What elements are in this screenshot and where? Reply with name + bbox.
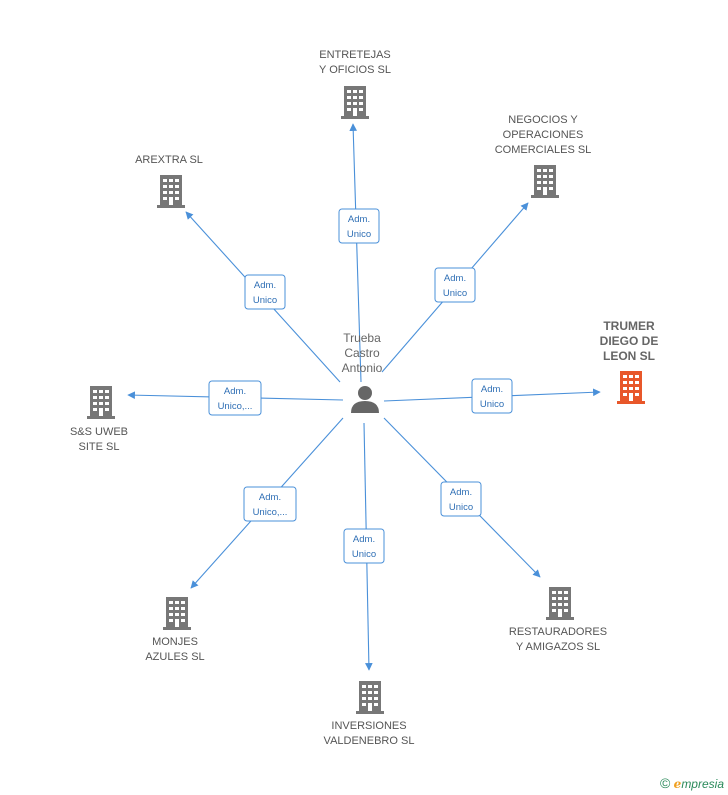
role-badge-box	[471, 378, 513, 414]
role-badge-text: Unico	[347, 229, 371, 240]
edges-layer: Adm.UnicoAdm.UnicoAdm.UnicoAdm.UnicoAdm.…	[127, 123, 601, 671]
role-badge-text: Unico	[443, 288, 467, 299]
company-label-line: S&S UWEB	[70, 426, 128, 438]
edge-entretejas	[349, 123, 362, 383]
role-badge-entretejas[interactable]: Adm. Unico	[338, 208, 380, 244]
company-label-line: OPERACIONES	[503, 129, 584, 141]
role-badge-inversiones[interactable]: Adm. Unico	[343, 528, 385, 564]
company-node-negocios[interactable]: NEGOCIOS Y OPERACIONES COMERCIALES SL	[495, 114, 592, 198]
role-badge-box	[440, 481, 482, 517]
role-badge-text: Adm.	[481, 384, 503, 395]
company-label-line: RESTAURADORES	[509, 626, 607, 638]
person-icon	[351, 386, 379, 413]
role-badge-trumer[interactable]: Adm. Unico	[471, 378, 513, 414]
company-node-sasuweb[interactable]: S&S UWEB SITE SL	[70, 386, 128, 453]
company-label-line: SITE SL	[79, 441, 120, 453]
company-label-line: VALDENEBRO SL	[324, 735, 415, 747]
center-label-line-1: Trueba	[343, 331, 381, 345]
role-badge-box	[243, 486, 297, 522]
company-label-line: TRUMER	[603, 319, 655, 333]
role-badge-text: Unico,...	[253, 507, 288, 518]
role-badge-negocios[interactable]: Adm. Unico	[434, 267, 476, 303]
building-icon	[163, 597, 191, 630]
building-icon	[546, 587, 574, 620]
building-icon	[341, 86, 369, 119]
role-badge-sasuweb[interactable]: Adm. Unico,...	[208, 380, 262, 416]
building-icon	[617, 371, 645, 404]
company-label-line: MONJES	[152, 636, 198, 648]
role-badge-box	[244, 274, 286, 310]
copyright-footer: © empresia	[660, 775, 724, 791]
role-badge-text: Adm.	[254, 280, 276, 291]
role-badge-box	[338, 208, 380, 244]
company-label-line: AREXTRA SL	[135, 154, 203, 166]
role-badge-text: Adm.	[353, 534, 375, 545]
center-person[interactable]: Trueba Castro Antonio	[342, 331, 383, 413]
role-badge-box	[434, 267, 476, 303]
company-label-line: LEON SL	[603, 349, 655, 363]
role-badge-text: Unico	[352, 549, 376, 560]
company-label-line: Y AMIGAZOS SL	[516, 641, 600, 653]
building-icon	[531, 165, 559, 198]
company-node-monjes[interactable]: MONJES AZULES SL	[145, 597, 205, 663]
role-badge-box	[208, 380, 262, 416]
company-label-line: NEGOCIOS Y	[508, 114, 578, 126]
company-node-entretejas[interactable]: ENTRETEJAS Y OFICIOS SL	[319, 49, 391, 119]
center-label-line-3: Antonio	[342, 361, 383, 375]
nodes-layer: ENTRETEJAS Y OFICIOS SL NEGOCIOS Y OPERACIO…	[70, 49, 658, 747]
brand-name: mpresia	[681, 777, 724, 791]
role-badge-text: Adm.	[348, 214, 370, 225]
building-icon	[356, 681, 384, 714]
role-badge-text: Unico,...	[218, 401, 253, 412]
company-node-restauradores[interactable]: RESTAURADORES Y AMIGAZOS SL	[509, 587, 607, 653]
role-badge-text: Adm.	[450, 487, 472, 498]
role-badge-text: Unico	[480, 399, 504, 410]
role-badge-monjes[interactable]: Adm. Unico,...	[243, 486, 297, 522]
building-icon	[157, 175, 185, 208]
role-badge-box	[343, 528, 385, 564]
company-label-line: ENTRETEJAS	[319, 49, 391, 61]
role-badge-text: Adm.	[444, 273, 466, 284]
center-label-line-2: Castro	[344, 346, 380, 360]
company-label-line: COMERCIALES SL	[495, 144, 592, 156]
role-badge-arextra[interactable]: Adm. Unico	[244, 274, 286, 310]
company-node-inversiones[interactable]: INVERSIONES VALDENEBRO SL	[324, 681, 415, 747]
role-badge-text: Adm.	[224, 386, 246, 397]
brand-initial: e	[673, 777, 682, 791]
company-label-line: DIEGO DE	[600, 334, 659, 348]
role-badge-restauradores[interactable]: Adm. Unico	[440, 481, 482, 517]
company-label-line: Y OFICIOS SL	[319, 64, 391, 76]
company-label-line: INVERSIONES	[331, 720, 406, 732]
company-node-arextra[interactable]: AREXTRA SL	[135, 154, 203, 208]
company-label-line: AZULES SL	[145, 651, 204, 663]
building-icon	[87, 386, 115, 419]
role-badge-text: Unico	[449, 502, 473, 513]
role-badge-text: Adm.	[259, 492, 281, 503]
role-badge-text: Unico	[253, 295, 277, 306]
copyright-icon: ©	[660, 775, 671, 791]
